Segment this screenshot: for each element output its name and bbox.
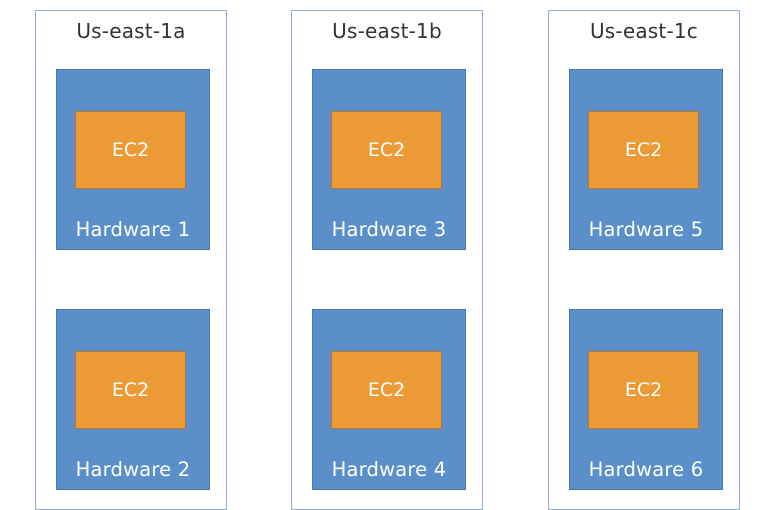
zone-title: Us-east-1c	[589, 19, 699, 43]
ec2-instance: EC2	[75, 351, 186, 429]
availability-zone-us-east-1b: Us-east-1b EC2 Hardware 3 EC2 Hardware 4	[291, 10, 483, 510]
zone-title: Us-east-1a	[76, 19, 186, 43]
hardware-label: Hardware 5	[588, 218, 704, 241]
hardware-label: Hardware 1	[75, 218, 191, 241]
ec2-instance: EC2	[331, 351, 442, 429]
hardware-box: EC2 Hardware 3	[312, 69, 466, 250]
hardware-box: EC2 Hardware 4	[312, 309, 466, 490]
hardware-box: EC2 Hardware 5	[569, 69, 723, 250]
hardware-box: EC2 Hardware 2	[56, 309, 210, 490]
hardware-box: EC2 Hardware 6	[569, 309, 723, 490]
hardware-label: Hardware 4	[331, 458, 447, 481]
hardware-label: Hardware 2	[75, 458, 191, 481]
hardware-label: Hardware 3	[331, 218, 447, 241]
ec2-instance: EC2	[75, 111, 186, 189]
zone-title: Us-east-1b	[332, 19, 442, 43]
availability-zone-us-east-1a: Us-east-1a EC2 Hardware 1 EC2 Hardware 2	[35, 10, 227, 510]
hardware-box: EC2 Hardware 1	[56, 69, 210, 250]
ec2-instance: EC2	[588, 351, 699, 429]
hardware-label: Hardware 6	[588, 458, 704, 481]
ec2-instance: EC2	[331, 111, 442, 189]
availability-zone-us-east-1c: Us-east-1c EC2 Hardware 5 EC2 Hardware 6	[548, 10, 740, 510]
ec2-instance: EC2	[588, 111, 699, 189]
